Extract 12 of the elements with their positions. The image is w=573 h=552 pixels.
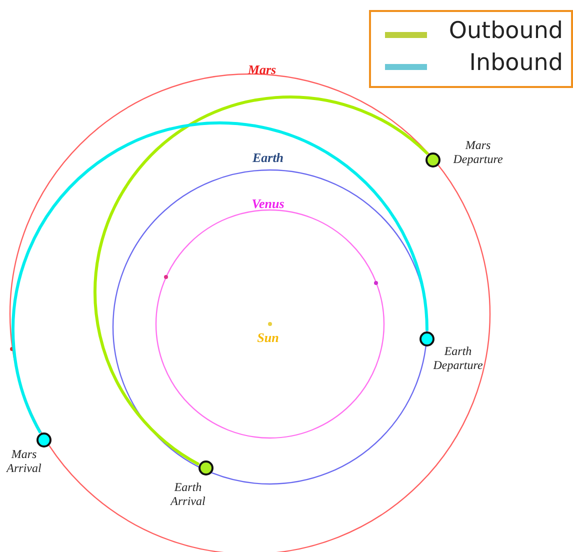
trajectory-arc bbox=[12, 122, 428, 434]
legend-label: Outbound bbox=[448, 18, 563, 44]
orbit-label: Sun bbox=[257, 330, 279, 346]
trajectory-arc bbox=[94, 96, 429, 466]
orbit-label: Venus bbox=[252, 196, 284, 212]
point-label: Mars Arrival bbox=[6, 447, 42, 475]
point-label: Earth Departure bbox=[433, 344, 483, 372]
legend-label: Inbound bbox=[469, 50, 563, 76]
point-label: Mars Departure bbox=[453, 138, 503, 166]
orbit-label: Earth bbox=[252, 150, 284, 166]
orbit-label: Mars bbox=[248, 62, 276, 78]
point-label: Earth Arrival bbox=[170, 480, 206, 508]
